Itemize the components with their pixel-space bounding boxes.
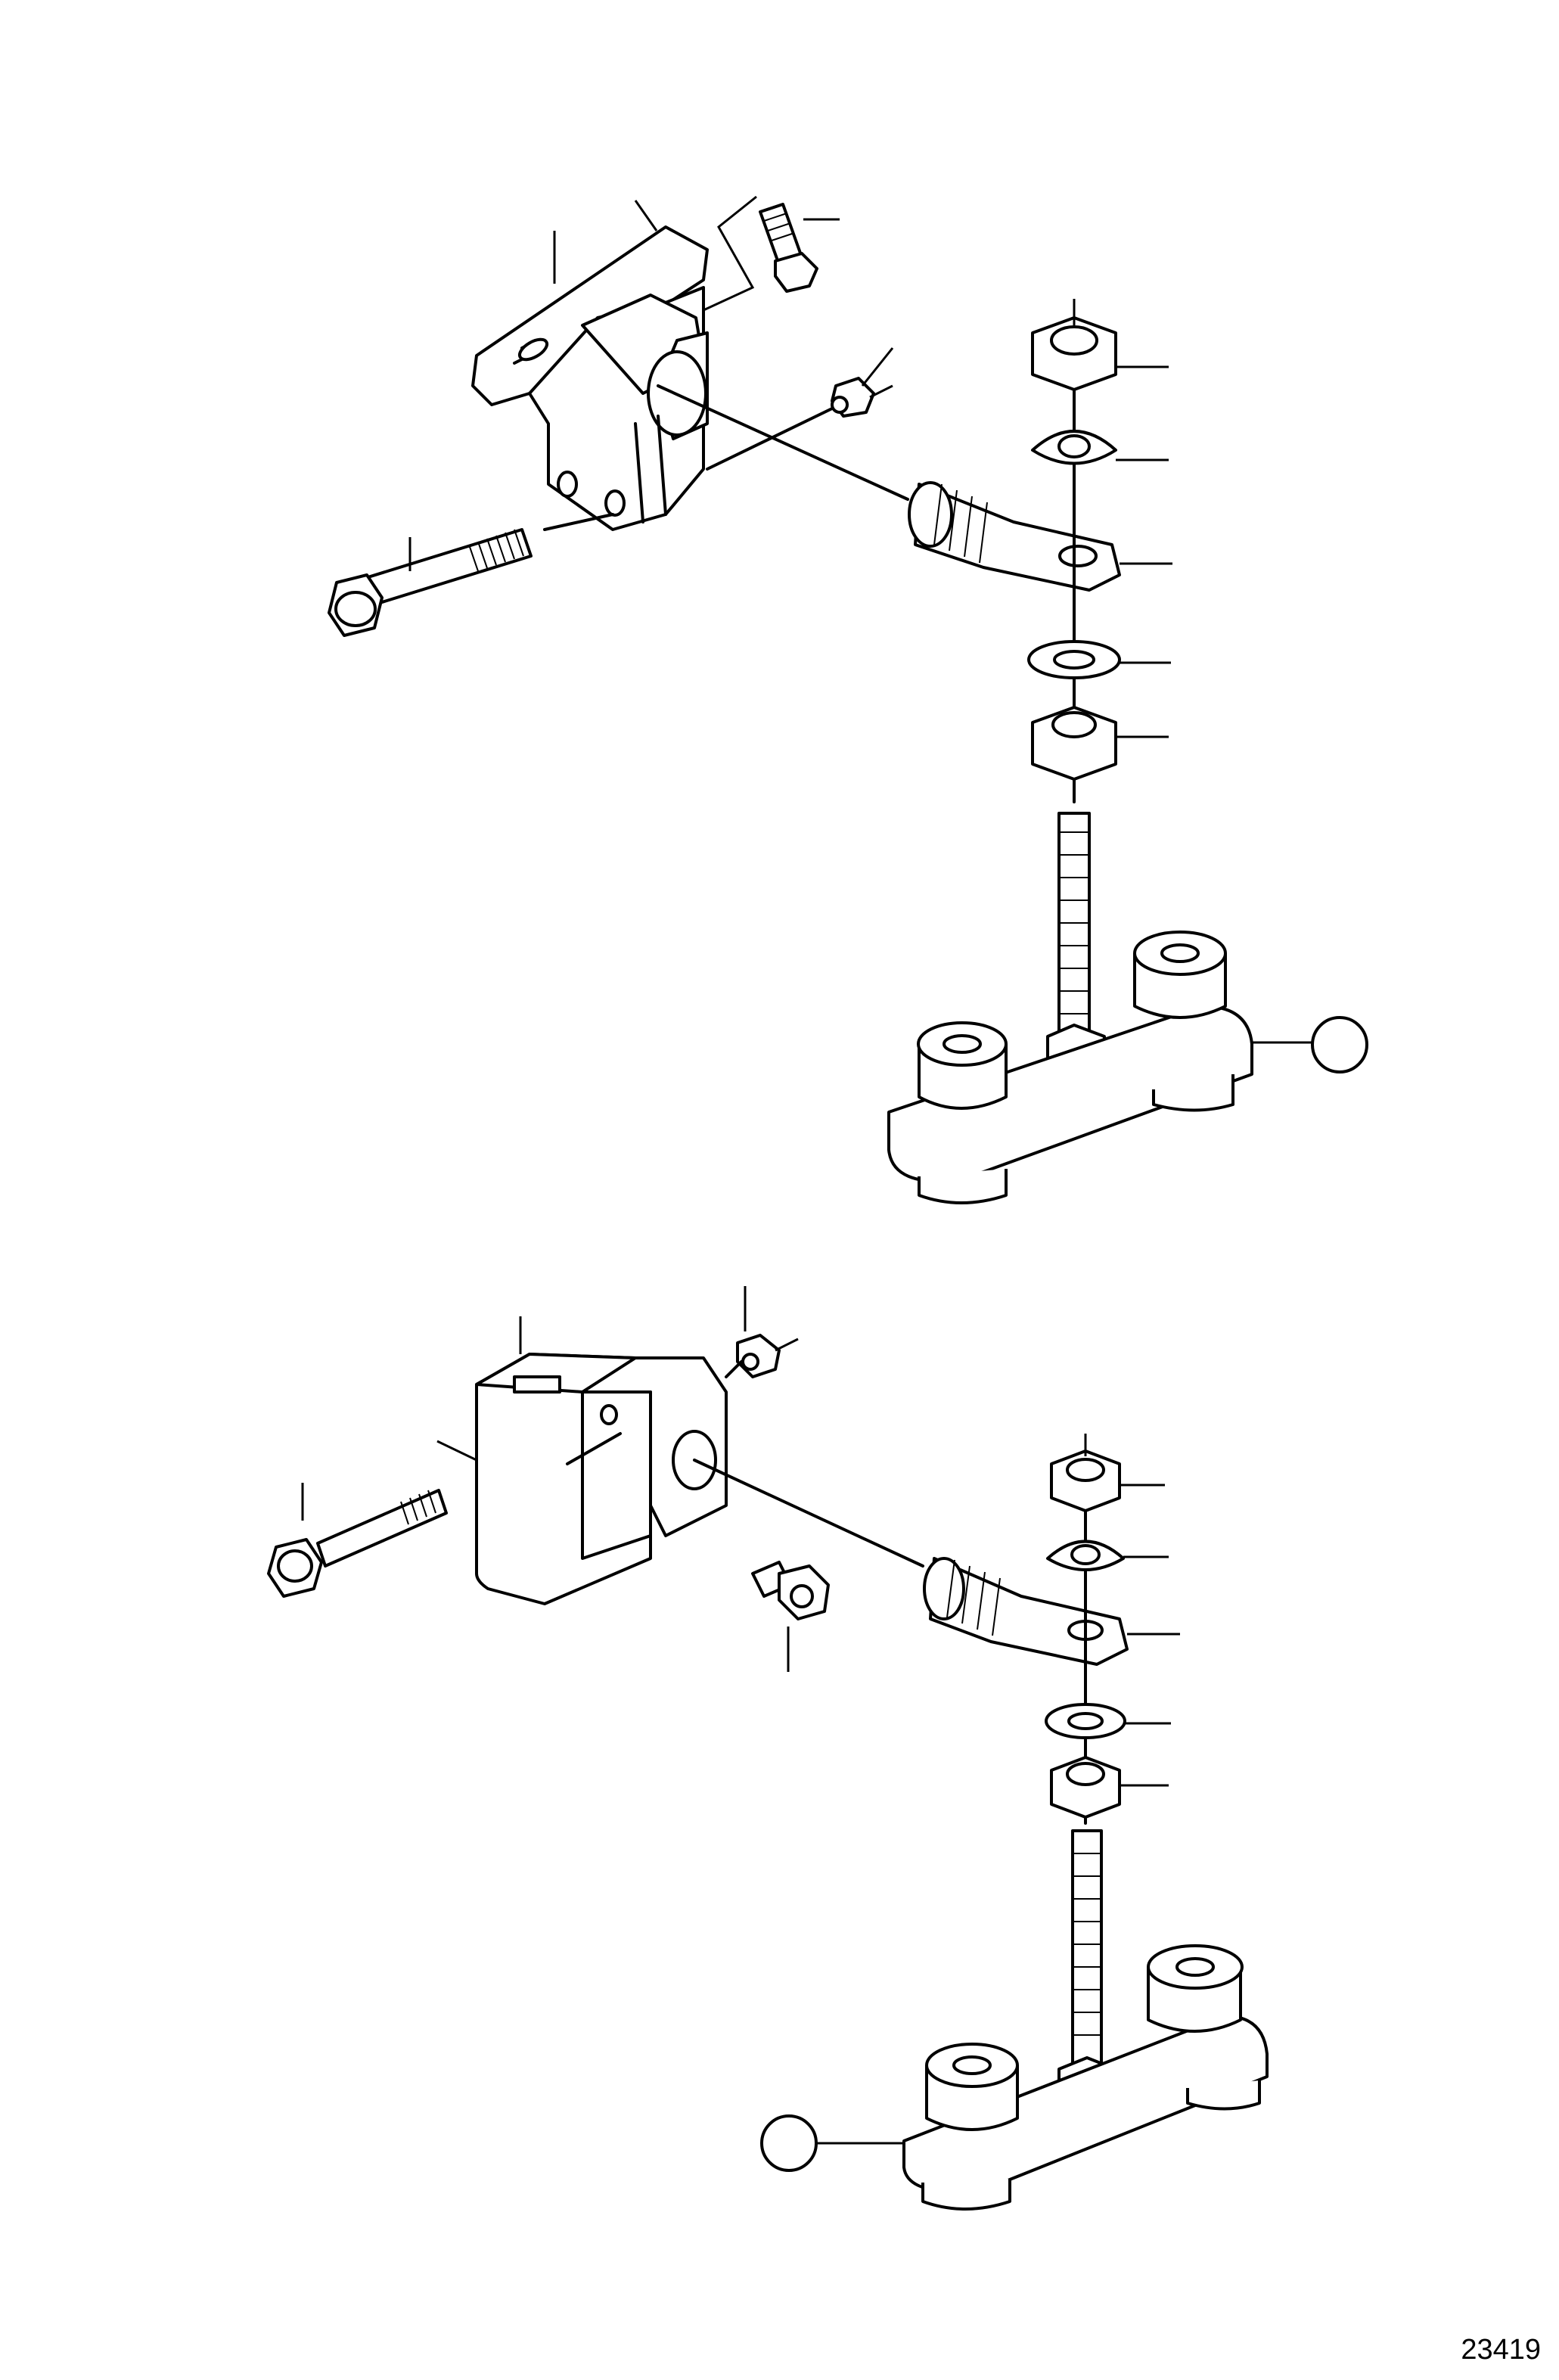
engine-mount-bracket-upper-icon [471,200,709,531]
flange-nut-lower-icon [736,1286,799,1378]
wedge-washer-upper-icon [1031,430,1169,465]
hex-nut-bottom-upper-icon [1031,706,1169,781]
flat-washer-upper-icon [1027,640,1171,679]
flange-bolt-upper-icon [703,195,840,312]
callout-circle-lower-icon [760,2114,818,2172]
upper-assembly [328,195,1368,1204]
engine-mount-block-lower-icon [436,1316,728,1605]
rubber-mount-upper-icon [887,931,1312,1204]
flat-washer-lower-icon [1045,1703,1171,1739]
threaded-stud-upper-icon [1046,812,1106,1072]
flange-nut-upper-icon [831,347,894,418]
rubber-mount-lower-icon [817,1944,1269,2211]
figure-reference-number: 23419 [1461,2334,1541,2366]
threaded-stud-lower-icon [1057,1829,1117,2105]
hex-nut-bottom-lower-icon [1050,1756,1169,1819]
hex-nut-top-upper-icon [1031,299,1169,391]
long-bolt-lower-icon [267,1483,448,1598]
callout-circle-upper-icon [1311,1016,1368,1073]
long-bolt-upper-icon [328,528,533,637]
wedge-washer-lower-icon [1046,1540,1169,1571]
threaded-eye-pin-upper-icon [908,481,1172,592]
lower-assembly [267,1286,1269,2211]
flange-bolt-lower-icon [751,1561,830,1672]
threaded-eye-pin-lower-icon [923,1557,1180,1666]
hex-nut-top-lower-icon [1050,1434,1165,1512]
